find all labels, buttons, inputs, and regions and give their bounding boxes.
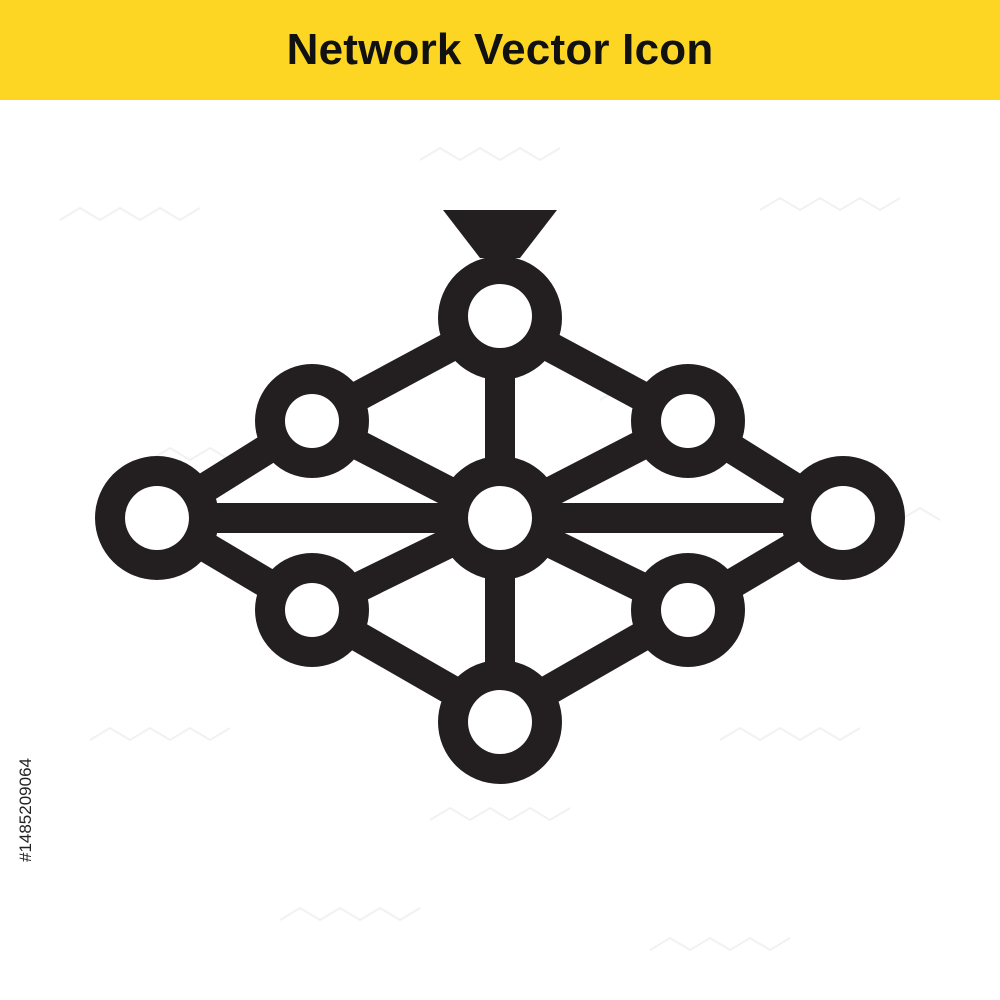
node-top-hole [468, 284, 532, 348]
banner-title: Network Vector Icon [286, 25, 714, 74]
funnel-shape [443, 210, 557, 258]
stock-id-label: #1485209064 [16, 757, 35, 863]
node-bottom-hole [468, 690, 532, 754]
node-lower-right-hole [661, 583, 715, 637]
node-far-right-hole [811, 486, 875, 550]
title-banner: Network Vector Icon [0, 0, 1000, 100]
node-upper-left-hole [285, 394, 339, 448]
node-upper-right-hole [661, 394, 715, 448]
network-node-holes [125, 284, 875, 754]
node-lower-left-hole [285, 583, 339, 637]
node-far-left-hole [125, 486, 189, 550]
node-center-hole [468, 486, 532, 550]
